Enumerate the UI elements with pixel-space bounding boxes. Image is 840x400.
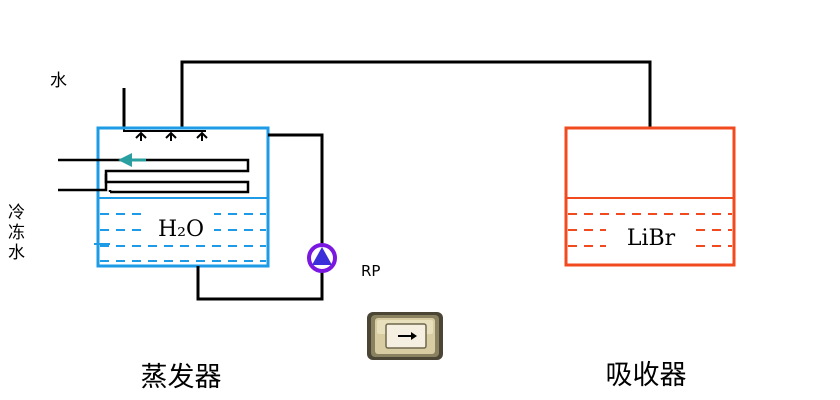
evaporator-title: 蒸发器 — [141, 362, 222, 393]
absorber-title: 吸收器 — [606, 360, 687, 391]
next-step-button-graphic — [367, 312, 443, 360]
water-inlet-label: 水 — [50, 71, 67, 91]
pump-return-pipe — [196, 266, 324, 301]
evaporator-label-backdrop — [148, 213, 214, 240]
chilled-water-coil — [58, 158, 250, 194]
vapor-pipe — [180, 60, 652, 128]
absorber-label-backdrop — [606, 222, 696, 249]
chilled-water-label: 冷 冻 水 — [8, 203, 25, 263]
evaporator-liquid-label: H₂O — [158, 217, 204, 242]
chilled-water-char-1: 冷 — [8, 203, 25, 223]
pump-label: RP — [361, 262, 380, 280]
pump-loop-pipe — [268, 133, 324, 245]
arrow-right-icon — [398, 332, 417, 340]
chilled-water-char-3: 水 — [8, 243, 25, 263]
absorber-liquid-label: LiBr — [627, 226, 676, 251]
next-step-button[interactable] — [366, 311, 444, 361]
spray-nozzles — [135, 131, 208, 141]
chilled-water-char-2: 冻 — [8, 223, 25, 243]
absorber-vessel — [564, 126, 736, 267]
flow-arrow-icon — [118, 153, 146, 167]
pump-icon — [307, 243, 337, 273]
